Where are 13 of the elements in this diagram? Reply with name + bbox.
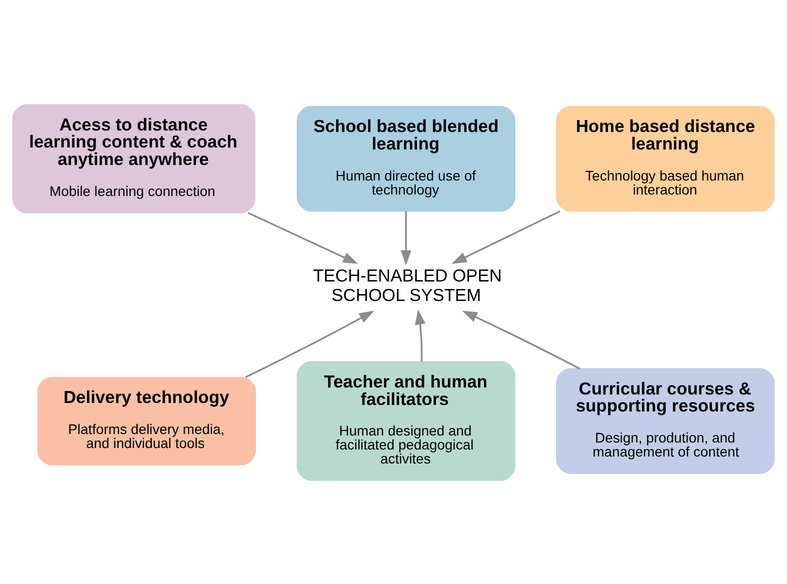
arrow (400, 210, 412, 265)
node-text: TECH-ENABLED OPEN SCHOOL SYSTEM (312, 264, 502, 305)
arrow (248, 212, 358, 264)
node-box: Teacher and human facilitators Human designed and facilitated pedagogical activites (296, 360, 516, 480)
node-box: Acess to distance learning content & coach anytime anywhere Mobile learning connection (12, 104, 256, 213)
node-box: Delivery technology Platforms delivery media, and individual tools (37, 376, 256, 465)
node-box: School based blended learning Human directed use of technology (296, 105, 516, 212)
node-box: Curricular courses & supporting resources Design, prodution, and management of content (556, 368, 775, 474)
arrow (245, 310, 374, 378)
node-box: Home based distance learning Technology based human interaction (556, 105, 775, 212)
arrow (452, 210, 560, 264)
arrow (414, 308, 426, 362)
arrow (462, 310, 580, 369)
